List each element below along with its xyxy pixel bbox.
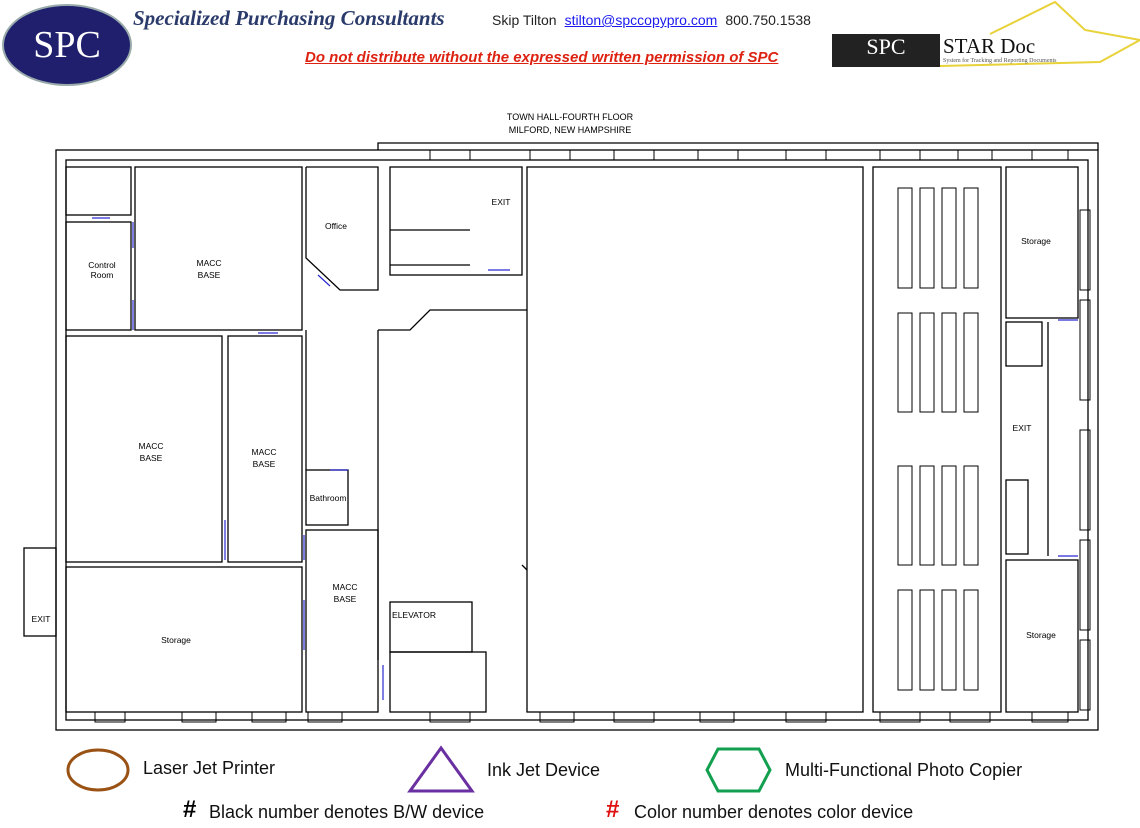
room-label: MACC — [251, 447, 276, 457]
room-label: Storage — [161, 635, 191, 645]
walls — [23, 142, 1099, 731]
distribution-warning: Do not distribute without the expressed … — [305, 49, 779, 66]
company-name: Specialized Purchasing Consultants — [133, 6, 445, 30]
room-label: Storage — [1026, 630, 1056, 640]
contact-email-link[interactable]: stilton@spccopypro.com — [564, 12, 718, 28]
plan-title: TOWN HALL-FOURTH FLOOR — [506, 112, 634, 122]
laser-printer-icon — [66, 748, 130, 792]
inkjet-triangle-icon — [407, 745, 475, 793]
spc-logo: SPC — [2, 4, 132, 86]
room-label: Control — [88, 260, 116, 270]
room-label: MACC — [138, 441, 163, 451]
room-label: BASE — [140, 453, 163, 463]
legend-bw-note: Black number denotes B/W device — [209, 802, 485, 822]
doors — [92, 217, 1078, 700]
legend-inkjet: Ink Jet Device — [487, 760, 601, 780]
room-label: Bathroom — [310, 493, 347, 503]
stardoc-title: STAR Doc — [943, 34, 1036, 58]
room-label: ELEVATOR — [392, 610, 436, 620]
plan-subtitle: MILFORD, NEW HAMPSHIRE — [508, 125, 632, 135]
exit-label: EXIT — [1013, 423, 1032, 433]
mfp-hexagon-icon — [705, 747, 772, 793]
legend-laser: Laser Jet Printer — [143, 758, 276, 778]
contact-phone: 800.750.1538 — [725, 12, 811, 28]
room-label: Office — [325, 221, 347, 231]
room-label: BASE — [198, 270, 221, 280]
contact-name: Skip Tilton — [492, 12, 557, 28]
exit-label: EXIT — [492, 197, 511, 207]
benches — [897, 187, 979, 691]
room-label: BASE — [334, 594, 357, 604]
exit-left-box — [23, 547, 57, 637]
room-label: MACC — [196, 258, 221, 268]
logo-text: SPC — [33, 24, 101, 66]
legend-mfp: Multi-Functional Photo Copier — [785, 760, 1023, 780]
stardoc-logo: SPC — [832, 34, 940, 67]
star-icon — [939, 0, 1140, 67]
exit-label: EXIT — [32, 614, 51, 624]
windows — [94, 149, 1091, 723]
room-label: Storage — [1021, 236, 1051, 246]
contact-info: Skip Tilton stilton@spccopypro.com 800.750… — [492, 12, 811, 28]
room-label: BASE — [253, 459, 276, 469]
legend-color-note: Color number denotes color device — [634, 802, 914, 822]
hash-black-icon: # — [183, 796, 197, 823]
stardoc-subtitle: System for Tracking and Reporting Docume… — [943, 58, 1057, 64]
hash-red-icon: # — [606, 796, 620, 823]
room-label: MACC — [332, 582, 357, 592]
room-label: Room — [91, 270, 114, 280]
